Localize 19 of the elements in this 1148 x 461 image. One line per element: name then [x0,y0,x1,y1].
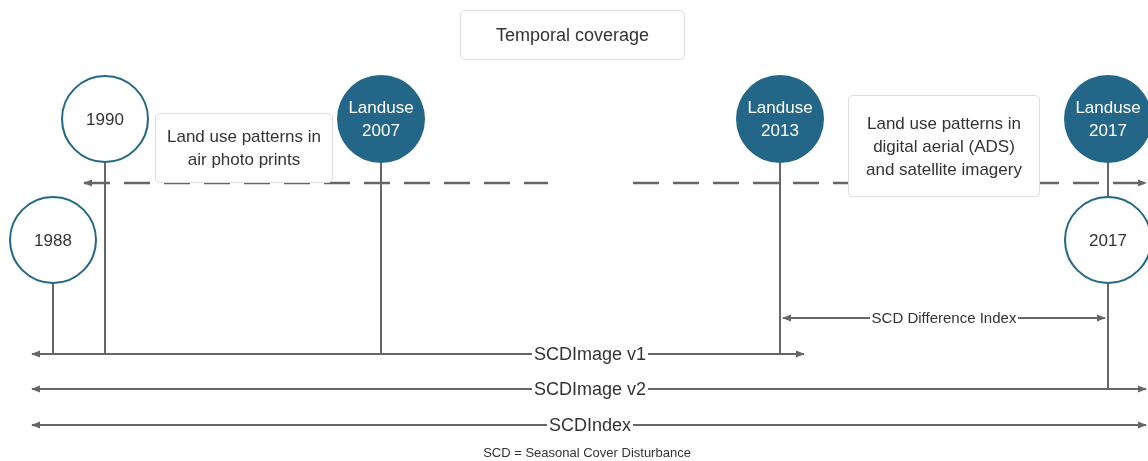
text-box: Land use patterns in digital aerial (ADS) and satellite imagery [848,95,1040,197]
double-arrow-span: SCD Difference Index [781,309,1107,327]
double-arrow-span: SCDImage v2 [30,380,1148,398]
year-circle: 2017 [1064,196,1148,284]
year-circle: 1988 [9,196,97,284]
connector-line [1107,283,1109,389]
connector-line [779,162,781,354]
double-arrow-span: SCDImage v1 [30,345,806,363]
filled-circle: Landuse 2007 [337,75,425,163]
double-arrow-span: SCDIndex [30,416,1148,434]
text-box: Land use patterns in air photo prints [155,113,333,183]
year-circle: 1990 [61,75,149,163]
title: Temporal coverage [460,10,685,60]
connector-line [52,283,54,354]
connector-line [104,162,106,354]
connector-line [380,162,382,354]
filled-circle: Landuse 2017 [1064,75,1148,163]
connector-line [1107,162,1109,197]
filled-circle: Landuse 2013 [736,75,824,163]
